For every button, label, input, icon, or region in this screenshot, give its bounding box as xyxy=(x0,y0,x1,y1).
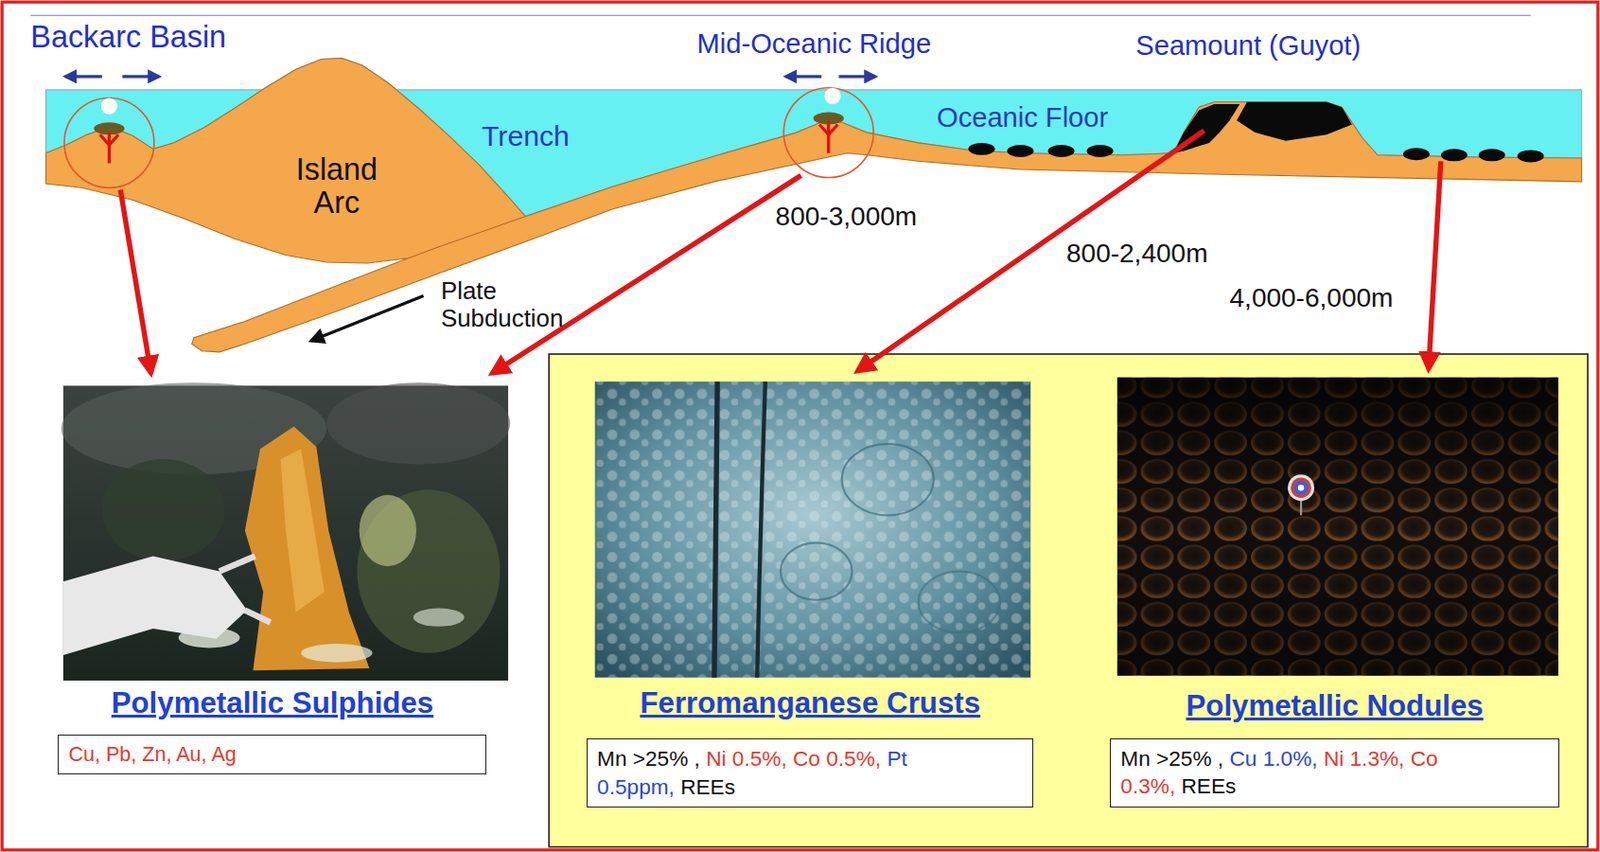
crust-photo xyxy=(595,381,1031,678)
feature-label: Island Arc xyxy=(281,153,394,221)
top-rule xyxy=(30,15,1530,17)
region-label: Mid-Oceanic Ridge xyxy=(697,28,932,59)
metal-content: Ni 0.5%, Co 0.5%, xyxy=(705,746,881,771)
metal-content: REEs xyxy=(680,774,736,799)
seamount-crust xyxy=(1173,102,1353,154)
oceanic-crust xyxy=(46,57,1583,352)
floor-nodules xyxy=(967,142,1544,162)
highlight-panel xyxy=(548,353,1588,847)
metal-content: REEs xyxy=(1181,773,1237,798)
mineral-caption: Polymetallic Sulphides xyxy=(57,685,487,721)
pointer-arrows xyxy=(120,130,1442,374)
metal-content: Cu, Pb, Zn, Au, Ag xyxy=(68,741,236,766)
mineral-node: Ferromanganese Crusts Mn >25% ,Ni 0.5%, C… xyxy=(586,685,1034,808)
mineral-node: Polymetallic Nodules Mn >25% ,Cu 1.0%,Ni … xyxy=(1109,688,1560,808)
feature-label: Oceanic Floor xyxy=(936,102,1108,133)
nodule-photo xyxy=(1117,377,1559,676)
depth-label: 4,000-6,000m xyxy=(1230,283,1394,314)
mineral-node: Polymetallic SulphidesCu, Pb, Zn, Au, Ag xyxy=(57,685,487,774)
backarc-vent xyxy=(64,97,155,188)
metal-content: Cu 1.0%, xyxy=(1229,746,1318,771)
depth-label: 800-3,000m xyxy=(775,202,918,232)
content-box: Mn >25% ,Ni 0.5%, Co 0.5%,Pt 0.5ppm,REEs xyxy=(586,738,1034,808)
process-label: Plate Subduction xyxy=(440,277,595,332)
ridge-vent xyxy=(783,87,874,178)
metal-content: Mn >25% , xyxy=(597,746,701,771)
subduction-arrow xyxy=(311,296,424,341)
spreading-arrows xyxy=(65,74,876,78)
mineral-caption: Ferromanganese Crusts xyxy=(586,685,1034,721)
content-box: Cu, Pb, Zn, Au, Ag xyxy=(57,734,487,774)
region-label: Backarc Basin xyxy=(30,20,227,55)
plate-edge xyxy=(407,216,526,259)
mineral-caption: Polymetallic Nodules xyxy=(1109,688,1560,723)
depth-label: 800-2,400m xyxy=(1066,239,1209,269)
feature-label: Trench xyxy=(481,120,570,152)
sulphide-photo xyxy=(61,382,511,681)
region-label: Seamount (Guyot) xyxy=(1135,30,1361,61)
content-box: Mn >25% ,Cu 1.0%,Ni 1.3%, Co 0.3%,REEs xyxy=(1109,738,1560,808)
metal-content: Mn >25% , xyxy=(1120,746,1224,771)
